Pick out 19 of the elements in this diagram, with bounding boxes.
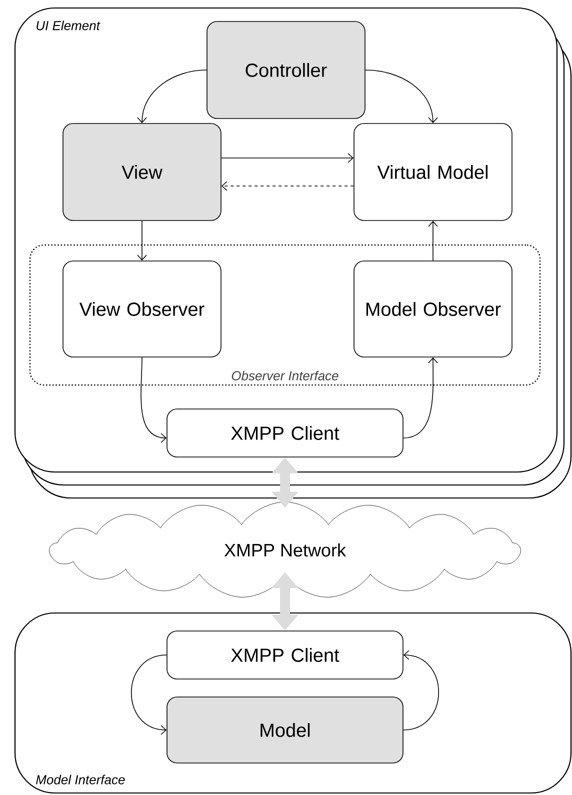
client-box: XMPP Client — [166, 408, 404, 458]
arrow — [130, 654, 167, 735]
component-box: View Observer — [62, 260, 222, 358]
network-cloud: XMPP Network — [49, 502, 521, 598]
arrow — [137, 70, 207, 124]
arrow — [365, 70, 438, 124]
arrow — [221, 181, 354, 191]
arrow — [221, 153, 354, 163]
arrow — [137, 220, 147, 261]
component-box: Virtual Model — [354, 123, 512, 221]
component-box: Model — [166, 696, 404, 764]
arrow — [403, 650, 440, 730]
arrow — [428, 220, 438, 261]
arrow — [140, 357, 167, 443]
component-box: View — [62, 123, 222, 221]
client-box: XMPP Client — [166, 630, 404, 680]
component-box: Controller — [206, 21, 366, 119]
arrow — [403, 357, 438, 438]
component-box: Model Observer — [354, 260, 512, 358]
